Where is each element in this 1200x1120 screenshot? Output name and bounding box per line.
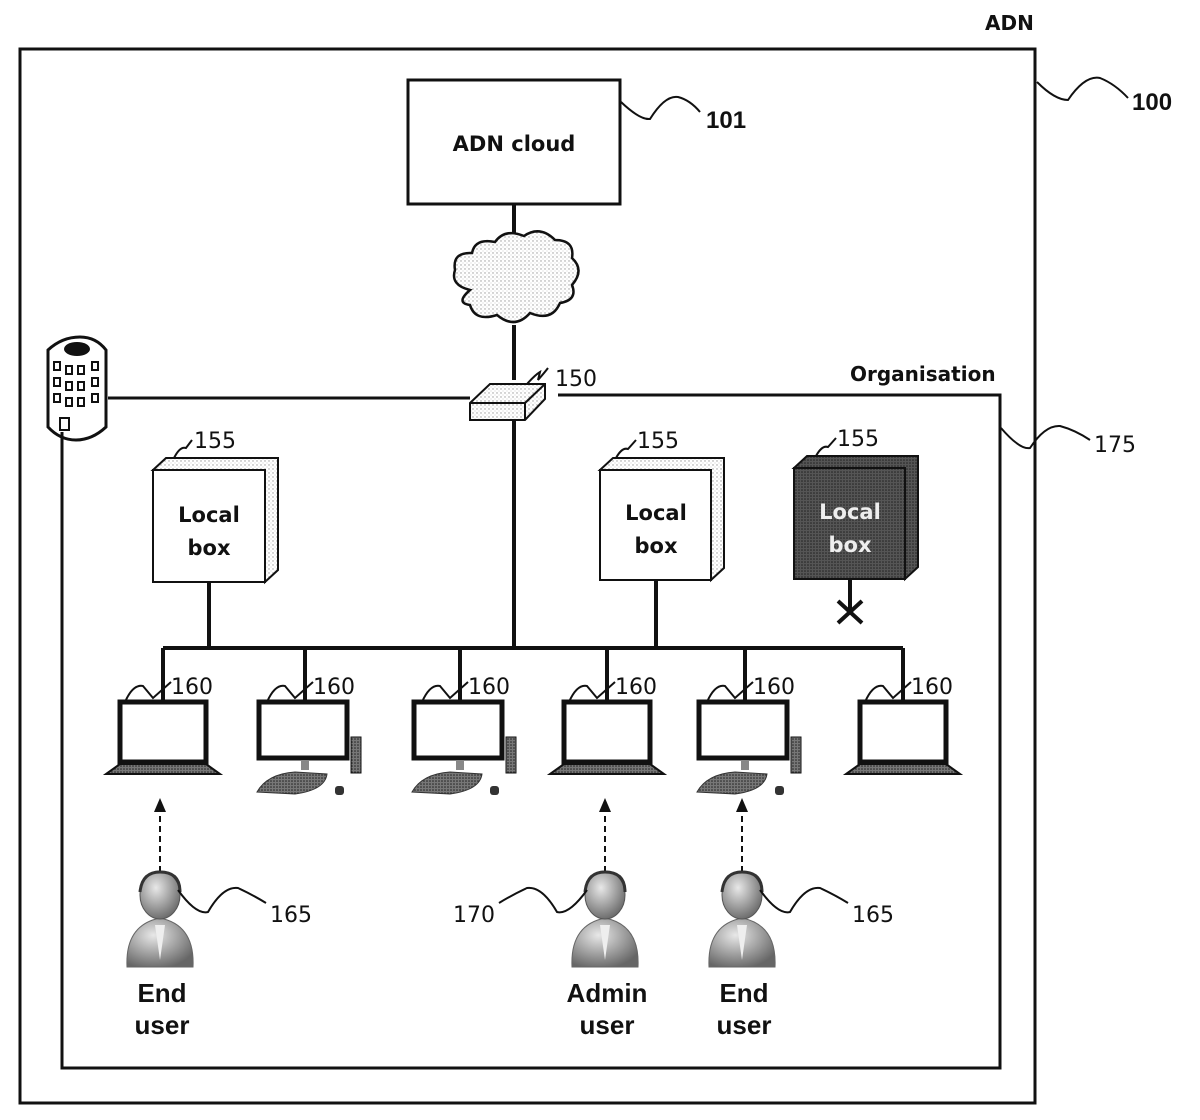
mouse-icon [335, 786, 344, 795]
building-icon [48, 337, 106, 440]
laptop-screen [860, 702, 946, 762]
laptop-keyboard [846, 764, 960, 774]
ref-leader-175 [1001, 426, 1090, 448]
person-icon [572, 871, 638, 967]
ref-165: 165 [270, 903, 312, 928]
device-3-desktop[interactable]: 160 [412, 648, 516, 795]
ref-175: 175 [1094, 433, 1136, 458]
adn-title: ADN [985, 11, 1034, 35]
ref-160: 160 [615, 675, 657, 700]
svg-text:box: box [187, 536, 230, 560]
user-role-label: End [137, 978, 186, 1008]
arrow-head-icon [599, 798, 611, 812]
ref-leader-155a [174, 440, 192, 458]
user-role-label: Admin [567, 978, 648, 1008]
monitor-stand [301, 760, 309, 770]
svg-text:box: box [634, 534, 677, 558]
ref-160: 160 [911, 675, 953, 700]
ref-leader-101 [621, 97, 700, 119]
ref-101: 101 [706, 107, 746, 134]
ref-leader [178, 888, 266, 912]
laptop-keyboard [106, 764, 220, 774]
monitor-screen [259, 702, 347, 758]
ref-170: 170 [453, 903, 495, 928]
keyboard-icon [257, 772, 327, 794]
ref-leader-155b [616, 440, 636, 458]
device-4-laptop[interactable]: 160 [550, 648, 664, 774]
monitor-screen [414, 702, 502, 758]
mouse-icon [775, 786, 784, 795]
ref-leader-100 [1037, 78, 1128, 100]
laptop-screen [120, 702, 206, 762]
tower-icon [506, 737, 516, 773]
ref-160: 160 [171, 675, 213, 700]
device-1-laptop[interactable]: 160 [106, 648, 220, 774]
ref-leader-155c [816, 438, 836, 456]
arrow-head-icon [736, 798, 748, 812]
ref-165: 165 [852, 903, 894, 928]
local-box-2[interactable]: Local box [600, 458, 724, 580]
tower-icon [791, 737, 801, 773]
local-box-3-disconnected[interactable]: Local box [794, 456, 918, 579]
user-2[interactable]: 170Adminuser [453, 798, 647, 1040]
person-icon [127, 871, 193, 967]
ref-155-a: 155 [194, 429, 236, 454]
ref-100: 100 [1132, 89, 1172, 116]
keyboard-icon [697, 772, 767, 794]
ref-leader [499, 888, 587, 912]
monitor-screen [699, 702, 787, 758]
arrow-head-icon [154, 798, 166, 812]
user-1[interactable]: 165Enduser [127, 798, 312, 1040]
adn-cloud-label: ADN cloud [453, 132, 576, 156]
svg-text:Local: Local [625, 501, 687, 525]
tower-icon [351, 737, 361, 773]
device-6-laptop[interactable]: 160 [846, 648, 960, 774]
ref-160: 160 [753, 675, 795, 700]
keyboard-icon [412, 772, 482, 794]
monitor-stand [456, 760, 464, 770]
ref-150: 150 [555, 367, 597, 392]
ref-160: 160 [468, 675, 510, 700]
user-3[interactable]: 165Enduser [709, 798, 894, 1040]
internet-cloud-icon [454, 231, 579, 322]
organisation-title: Organisation [850, 362, 996, 386]
user-role-sublabel: user [580, 1010, 635, 1040]
laptop-screen [564, 702, 650, 762]
svg-text:Local: Local [178, 503, 240, 527]
device-2-desktop[interactable]: 160 [257, 648, 361, 795]
user-role-sublabel: user [717, 1010, 772, 1040]
svg-text:Local: Local [819, 500, 881, 524]
user-role-label: End [719, 978, 768, 1008]
laptop-keyboard [550, 764, 664, 774]
ref-155-c: 155 [837, 427, 879, 452]
user-role-sublabel: user [135, 1010, 190, 1040]
ref-160: 160 [313, 675, 355, 700]
svg-text:box: box [828, 533, 871, 557]
gateway-switch-icon[interactable] [470, 384, 545, 420]
mouse-icon [490, 786, 499, 795]
ref-leader-150 [527, 368, 548, 384]
ref-leader [760, 888, 848, 912]
local-box-1[interactable]: Local box [153, 458, 278, 582]
device-5-desktop[interactable]: 160 [697, 648, 801, 795]
ref-155-b: 155 [637, 429, 679, 454]
person-icon [709, 871, 775, 967]
monitor-stand [741, 760, 749, 770]
